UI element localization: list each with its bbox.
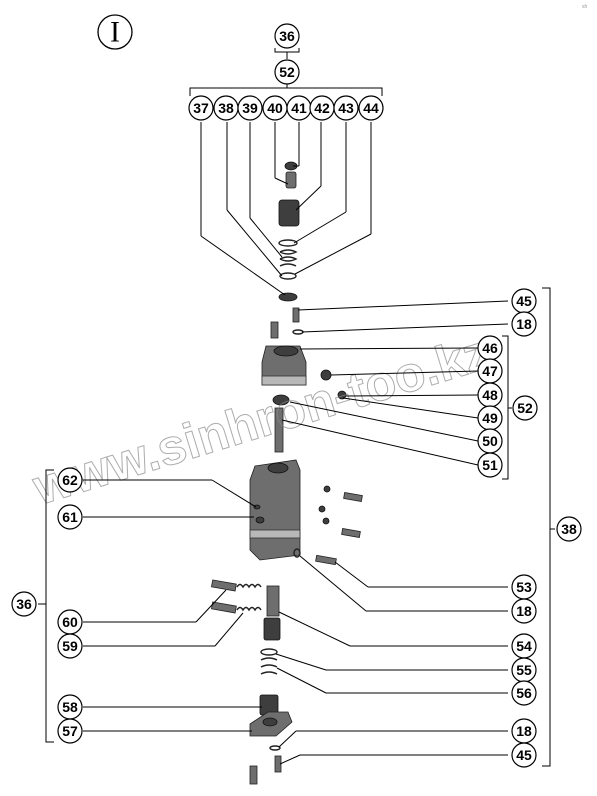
- callout-label: 40: [267, 100, 283, 116]
- callout-label: 54: [516, 638, 532, 654]
- callout-label: 46: [482, 340, 498, 356]
- callout-label: 45: [516, 293, 532, 309]
- callout-top-group: 36: [274, 23, 300, 49]
- callout-label: 37: [193, 100, 209, 116]
- view-marker: I: [97, 14, 133, 50]
- callout-left: 62 61 60 59 58 57: [57, 467, 83, 744]
- callout-label: 44: [363, 100, 379, 116]
- callout-label: 41: [291, 100, 307, 116]
- callout-label: 56: [516, 685, 532, 701]
- callout-label: 38: [218, 100, 234, 116]
- callout-label: 39: [242, 100, 258, 116]
- callout-label: 62: [62, 472, 78, 488]
- leader-lines: [38, 122, 555, 767]
- callout-top-row: 37 38 39 40 41 42 43 44: [188, 95, 384, 121]
- callout-label: 36: [279, 28, 295, 44]
- parts-illustration: [211, 161, 363, 785]
- callout-label: 52: [279, 64, 295, 80]
- callout-label: 49: [482, 410, 498, 426]
- callout-label: 18: [516, 723, 532, 739]
- callout-label: 53: [516, 579, 532, 595]
- callout-label: 51: [482, 457, 498, 473]
- callout-right-lower: 53 18 54 55 56 18 45: [511, 574, 537, 768]
- callout-label: 57: [62, 723, 78, 739]
- callout-right-inner-group: 52: [512, 395, 538, 421]
- callout-label: 60: [62, 614, 78, 630]
- callout-label: 47: [482, 363, 498, 379]
- callout-label: 58: [62, 699, 78, 715]
- callout-label: 18: [516, 603, 532, 619]
- callout-label: 59: [62, 638, 78, 654]
- callout-top-subgroup: 52: [274, 59, 300, 85]
- callout-label: 36: [16, 596, 32, 612]
- corner-mark: sh: [582, 4, 588, 10]
- callout-label: 50: [482, 433, 498, 449]
- callout-label: 18: [516, 316, 532, 332]
- callout-label: 43: [338, 100, 354, 116]
- callout-label: 55: [516, 662, 532, 678]
- callout-label: 42: [314, 100, 330, 116]
- callout-label: 48: [482, 387, 498, 403]
- callout-label: 38: [561, 521, 577, 537]
- view-marker-text: I: [110, 16, 120, 49]
- callout-left-outer-group: 36: [11, 591, 37, 617]
- callout-right-outer-group: 38: [556, 516, 582, 542]
- callout-label: 61: [62, 509, 78, 525]
- callout-label: 52: [517, 400, 533, 416]
- callout-label: 45: [516, 747, 532, 763]
- callout-right-upper: 45 18 46 47 48 49 50 51: [477, 288, 537, 478]
